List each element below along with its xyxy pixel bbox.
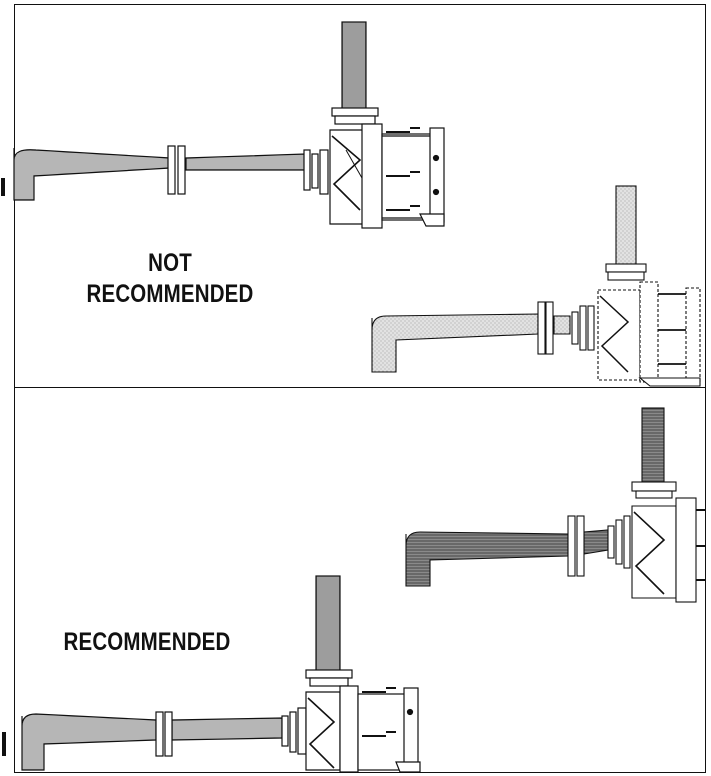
not-recommended-pump-lower (371, 185, 701, 387)
not-recommended-line1: NOT (148, 249, 192, 277)
recommended-label: RECOMMENDED (36, 627, 257, 658)
not-recommended-pump-upper (13, 21, 445, 229)
not-recommended-label: NOT RECOMMENDED (31, 248, 310, 310)
edge-mark-top (1, 178, 5, 196)
recommended-text: RECOMMENDED (63, 628, 231, 656)
not-recommended-line2: RECOMMENDED (86, 280, 254, 308)
recommended-pump-upper (405, 407, 706, 603)
recommended-pump-lower (21, 575, 421, 773)
edge-mark-bottom (2, 732, 6, 756)
